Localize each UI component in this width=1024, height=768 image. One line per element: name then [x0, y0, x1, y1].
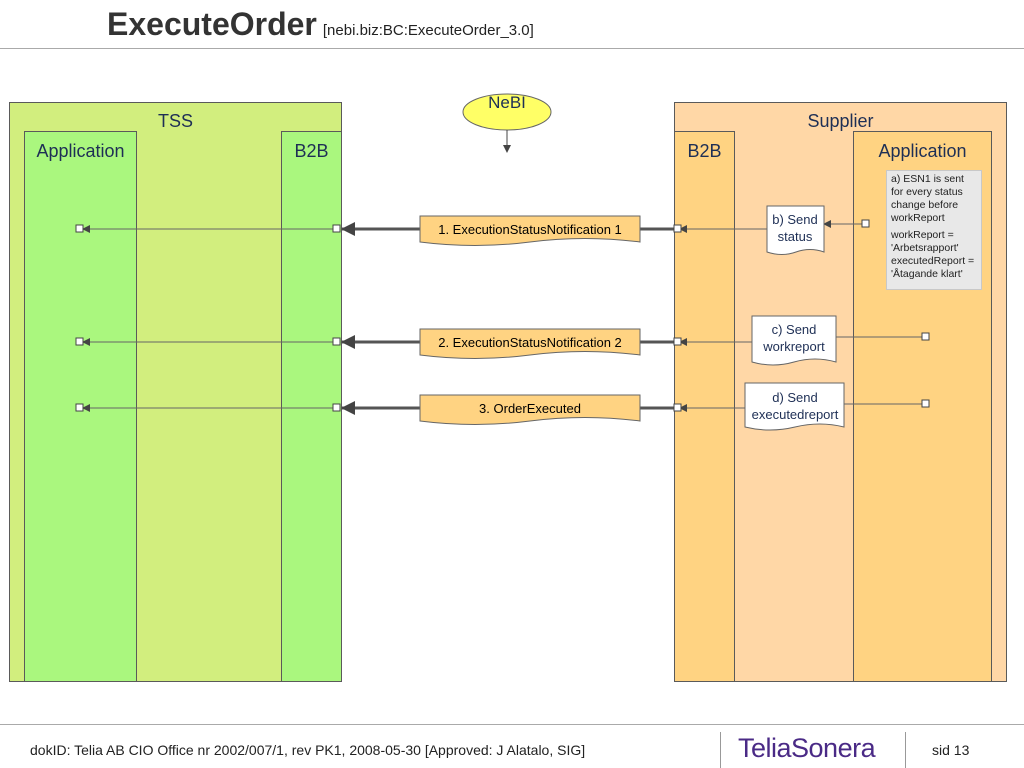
- action-label-1: b) Send status: [764, 211, 826, 245]
- port-sup-app-1: [861, 219, 870, 228]
- action-2-line2: workreport: [763, 339, 825, 354]
- page-subtitle: [nebi.biz:BC:ExecuteOrder_3.0]: [322, 22, 534, 39]
- supplier-b2b-label: B2B: [687, 141, 722, 161]
- message-box-3: [419, 394, 641, 425]
- action-3-line2: executedreport: [751, 407, 839, 422]
- teliasonera-logo: TeliaSonera: [738, 733, 876, 763]
- message-box-2: [419, 328, 641, 359]
- tss-title: TSS: [157, 111, 193, 131]
- message-label-2: 2. ExecutionStatusNotification 2: [438, 335, 622, 350]
- port-sup-b2b-2: [673, 337, 682, 346]
- port-tss-b2b-1: [332, 224, 341, 233]
- port-sup-app-3: [921, 399, 930, 408]
- tss-b2b-lane: B2B: [281, 131, 342, 682]
- supplier-application-label: Application: [878, 141, 967, 161]
- action-1-line2: status: [777, 229, 813, 244]
- port-tss-b2b-2: [332, 337, 341, 346]
- title-divider: [0, 48, 1024, 49]
- footer-separator-left: [720, 732, 721, 768]
- action-2-line1: c) Send: [771, 322, 817, 337]
- message-label-3: 3. OrderExecuted: [479, 401, 581, 416]
- footer-separator-right: [905, 732, 906, 768]
- action-3-line1: d) Send: [772, 390, 818, 405]
- footer-doc-id: dokID: Telia AB CIO Office nr 2002/007/1…: [30, 742, 586, 758]
- page-number: sid 13: [932, 742, 970, 758]
- port-tss-b2b-3: [332, 403, 341, 412]
- note-box: a) ESN1 is sent for every status change …: [886, 170, 982, 290]
- action-box-2: [751, 315, 837, 366]
- action-label-2: c) Send workreport: [752, 321, 836, 355]
- nebi-label: NeBI: [488, 93, 526, 112]
- supplier-title: Supplier: [807, 111, 874, 131]
- message-box-1: [419, 215, 641, 246]
- port-tss-app-1: [75, 224, 84, 233]
- port-tss-app-2: [75, 337, 84, 346]
- note-line-1: a) ESN1 is sent for every status change …: [891, 173, 964, 224]
- note-line-2: workReport = 'Arbetsrapport' executedRep…: [891, 229, 975, 280]
- action-label-3: d) Send executedreport: [743, 389, 847, 423]
- action-box-3: [744, 382, 845, 431]
- footer-divider: [0, 724, 1024, 725]
- action-1-line1: b) Send: [772, 212, 818, 227]
- message-label-1: 1. ExecutionStatusNotification 1: [438, 222, 622, 237]
- tss-b2b-label: B2B: [294, 141, 329, 161]
- port-sup-b2b-1: [673, 224, 682, 233]
- tss-application-label: Application: [36, 141, 125, 161]
- port-sup-app-2: [921, 332, 930, 341]
- action-box-1: [766, 205, 825, 255]
- title-text: ExecuteOrder: [107, 6, 317, 42]
- port-tss-app-3: [75, 403, 84, 412]
- port-sup-b2b-3: [673, 403, 682, 412]
- page-title: ExecuteOrder [nebi.biz:BC:ExecuteOrder_3.…: [107, 6, 534, 43]
